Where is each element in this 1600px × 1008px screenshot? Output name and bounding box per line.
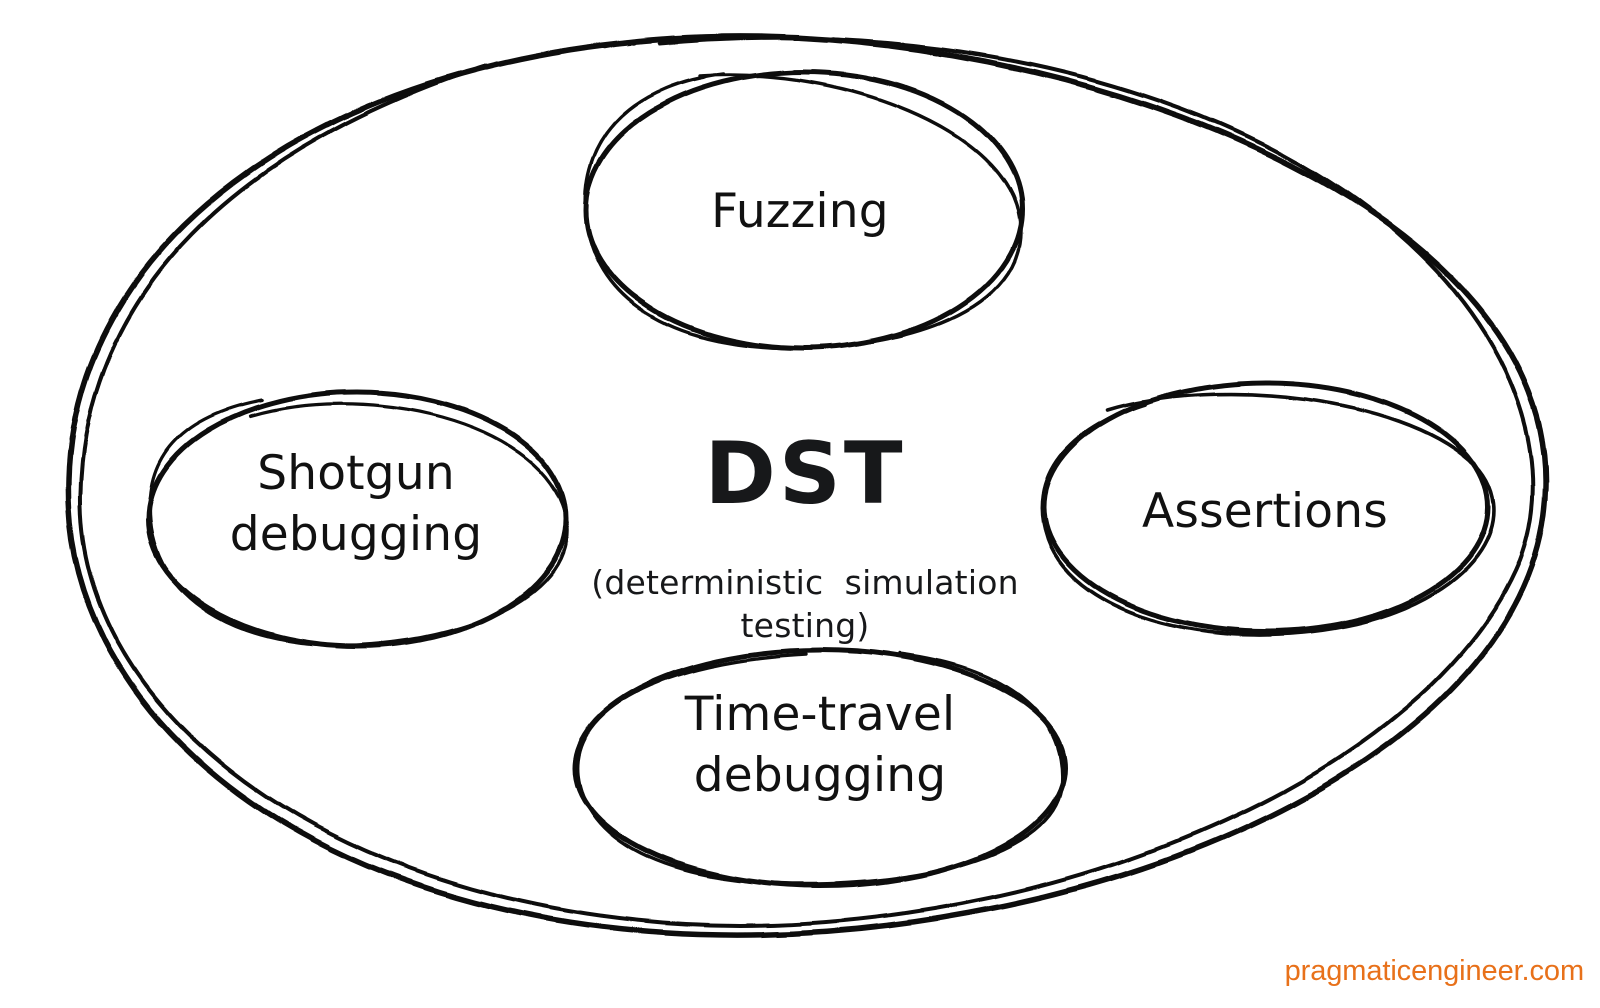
- center-expansion-line-1: (deterministic simulation: [591, 562, 1019, 602]
- timetravel-ellipse-group: [572, 647, 1068, 889]
- node-label-shotgun: Shotgun debugging: [229, 446, 483, 563]
- center-expansion-line-2: testing): [740, 606, 870, 646]
- center-acronym: DST: [704, 423, 906, 524]
- node-label-assertions: Assertions: [1142, 484, 1388, 539]
- node-label-fuzzing: Fuzzing: [711, 184, 889, 239]
- shotgun-ellipse-group: [145, 389, 570, 649]
- timetravel-ellipse-stroke-2: [576, 652, 1064, 886]
- assertions-ellipse-group: [1040, 380, 1496, 637]
- shotgun-ellipse-stroke-2: [147, 398, 570, 647]
- assertions-ellipse-stroke-2: [1040, 392, 1496, 637]
- outer-ellipse-group: [65, 34, 1549, 938]
- outer-ellipse-stroke-2: [77, 36, 1536, 928]
- fuzzing-ellipse-group: [583, 69, 1025, 351]
- fuzzing-ellipse-stroke-2: [583, 72, 1023, 350]
- outer-ellipse-stroke-1: [65, 34, 1549, 938]
- watermark: pragmaticengineer.com: [1284, 955, 1584, 987]
- node-label-timetravel: Time-travel debugging: [684, 687, 956, 804]
- timetravel-ellipse-stroke-1: [572, 647, 1068, 889]
